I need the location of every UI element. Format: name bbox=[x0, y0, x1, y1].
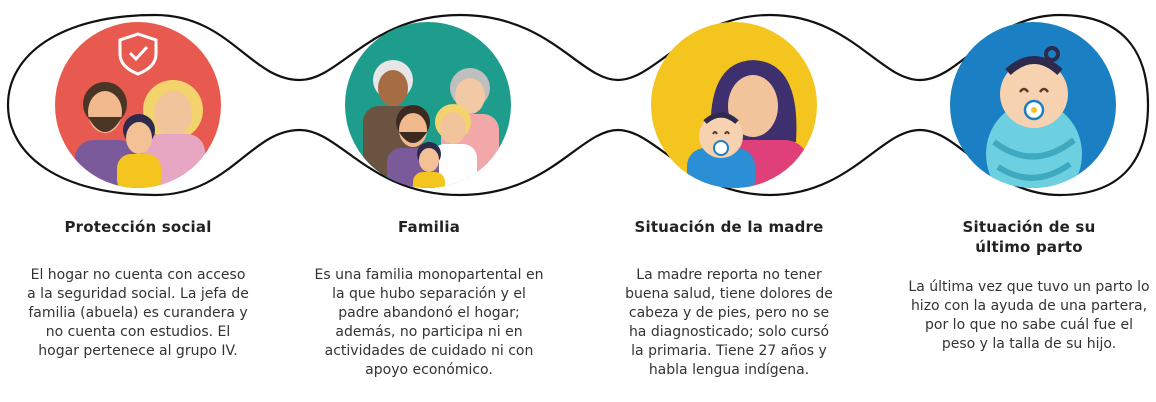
extended-family-icon bbox=[345, 22, 511, 188]
item-title: Situación de su último parto bbox=[962, 218, 1096, 256]
mother-with-baby-icon bbox=[651, 22, 817, 188]
item-description: Es una familia monopartental en la que h… bbox=[314, 267, 544, 378]
item-protection-social: Protección social El hogar no cuenta con… bbox=[13, 217, 263, 361]
swaddled-baby-icon bbox=[950, 22, 1116, 188]
item-family: Familia Es una familia monopartental en … bbox=[304, 217, 554, 380]
item-title: Protección social bbox=[64, 218, 212, 236]
item-mother-situation: Situación de la madre La madre reporta n… bbox=[604, 217, 854, 380]
family-protection-shield-icon bbox=[55, 22, 221, 188]
item-last-birth: Situación de su último parto La última v… bbox=[904, 217, 1154, 354]
connector-outline bbox=[6, 13, 1150, 197]
item-title: Situación de la madre bbox=[634, 218, 824, 236]
item-title: Familia bbox=[397, 218, 461, 236]
item-description: La última vez que tuvo un parto lo hizo … bbox=[908, 279, 1150, 352]
item-description: La madre reporta no tener buena salud, t… bbox=[625, 267, 833, 378]
item-description: El hogar no cuenta con acceso a la segur… bbox=[27, 267, 249, 359]
